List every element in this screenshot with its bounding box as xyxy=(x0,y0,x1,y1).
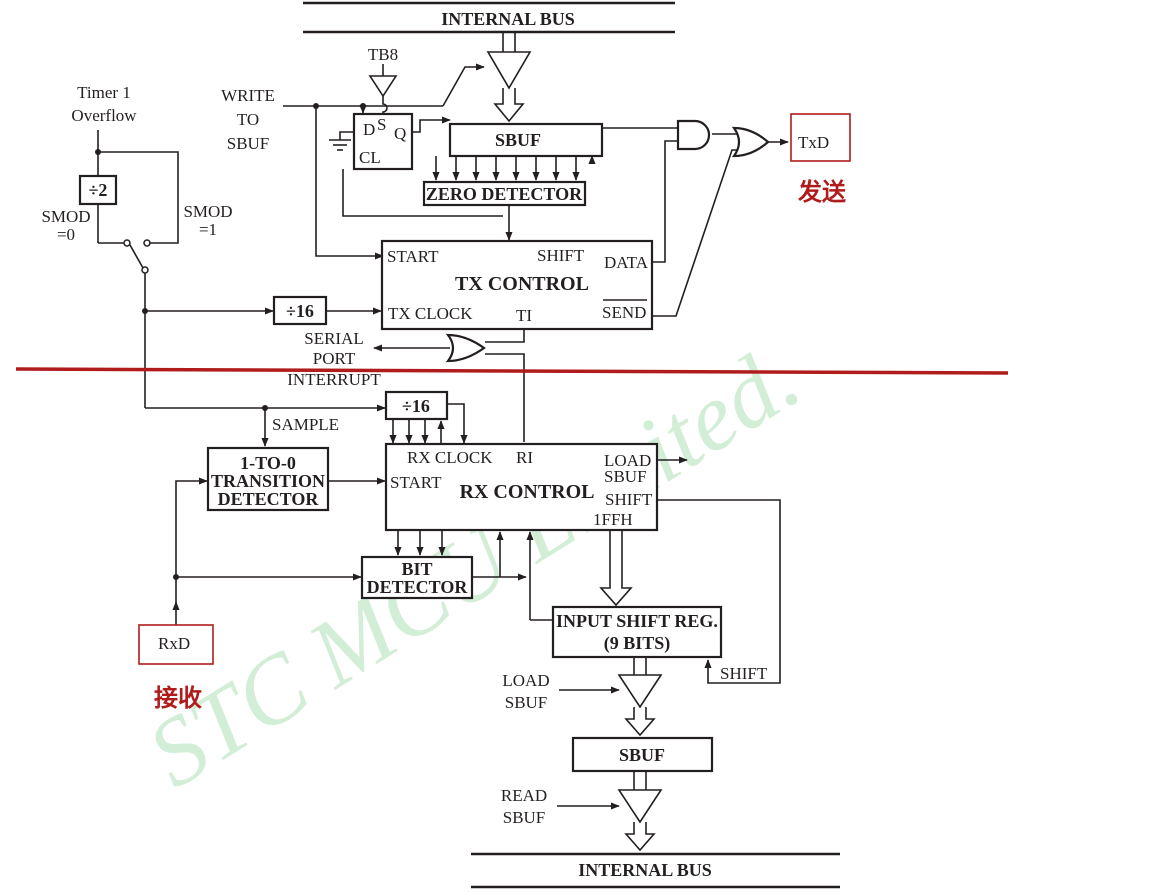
svg-text:1FFH: 1FFH xyxy=(593,510,633,529)
write-wiring xyxy=(283,63,485,260)
internal-bus-top: INTERNAL BUS xyxy=(303,1,675,34)
tx-control: START SHIFT DATA TX CONTROL TX CLOCK TI … xyxy=(380,239,654,331)
svg-text:SEND: SEND xyxy=(602,303,646,322)
or-gate-tx xyxy=(731,126,770,158)
svg-text:PORT: PORT xyxy=(313,349,356,368)
svg-text:SBUF: SBUF xyxy=(619,745,665,765)
svg-text:S: S xyxy=(377,115,386,134)
watermark: STC MCU Limited. xyxy=(129,323,817,808)
sbuf-to-zero-arrows xyxy=(432,156,580,181)
rxd-wiring xyxy=(172,477,362,625)
svg-text:SERIAL: SERIAL xyxy=(304,329,364,348)
sbuf-to-bus-buffer xyxy=(617,771,663,852)
svg-text:INPUT SHIFT REG.: INPUT SHIFT REG. xyxy=(556,611,718,631)
shift-to-sbuf-buffer xyxy=(617,657,663,737)
and-gate xyxy=(676,119,711,151)
svg-text:SBUF: SBUF xyxy=(604,467,647,486)
svg-text:SBUF: SBUF xyxy=(505,693,548,712)
svg-text:SHIFT: SHIFT xyxy=(720,664,768,683)
svg-text:TB8: TB8 xyxy=(368,45,398,64)
or-gate-interrupt xyxy=(373,329,525,442)
div2-block: ÷2 xyxy=(78,174,118,206)
zero-detector: ZERO DETECTOR xyxy=(422,180,587,207)
svg-text:START: START xyxy=(390,473,442,492)
txd-pin: TxD xyxy=(790,113,851,162)
timer-wiring xyxy=(95,130,386,447)
svg-text:WRITE: WRITE xyxy=(221,86,275,105)
serial-port-interrupt-label: SERIAL PORT INTERRUPT xyxy=(287,329,381,389)
bus-to-sbuf-arrow xyxy=(486,32,532,123)
bit-detector: BIT DETECTOR xyxy=(360,530,553,621)
svg-text:=1: =1 xyxy=(199,220,217,239)
rx-caption: 接收 xyxy=(154,684,202,712)
svg-text:BIT: BIT xyxy=(401,559,432,579)
svg-text:TX CONTROL: TX CONTROL xyxy=(455,273,589,295)
load-sbuf-lower-label: LOAD SBUF xyxy=(502,671,620,712)
svg-text:LOAD: LOAD xyxy=(502,671,549,690)
svg-text:ZERO DETECTOR: ZERO DETECTOR xyxy=(426,184,583,204)
smod1-label: SMOD =1 xyxy=(183,202,232,239)
svg-text:SBUF: SBUF xyxy=(227,134,270,153)
svg-text:(9 BITS): (9 BITS) xyxy=(604,633,671,654)
svg-text:1-TO-0: 1-TO-0 xyxy=(240,453,296,473)
rx-control: RX CLOCK RI START RX CONTROL LOAD SBUF S… xyxy=(384,442,688,532)
svg-text:SBUF: SBUF xyxy=(495,130,541,150)
svg-text:INTERRUPT: INTERRUPT xyxy=(287,370,381,389)
timer1-overflow-label: Timer 1 Overflow xyxy=(71,83,137,125)
svg-text:DETECTOR: DETECTOR xyxy=(367,577,469,597)
svg-text:=0: =0 xyxy=(57,225,75,244)
rx-sbuf: SBUF xyxy=(571,736,714,773)
svg-text:STC MCU Limited.: STC MCU Limited. xyxy=(129,323,817,808)
svg-text:TxD: TxD xyxy=(798,133,829,152)
svg-text:SBUF: SBUF xyxy=(503,808,546,827)
smod0-label: SMOD =0 xyxy=(41,207,90,244)
shift-feedback: SHIFT xyxy=(657,499,781,684)
tx-sbuf: SBUF xyxy=(448,122,604,158)
svg-text:Overflow: Overflow xyxy=(71,106,137,125)
svg-text:INTERNAL BUS: INTERNAL BUS xyxy=(578,860,712,880)
svg-text:÷2: ÷2 xyxy=(89,180,108,200)
div16-rx: ÷16 xyxy=(384,390,468,444)
svg-text:RX CLOCK: RX CLOCK xyxy=(407,448,493,467)
tx-caption: 发送 xyxy=(797,178,847,206)
write-to-sbuf-label: WRITE TO SBUF xyxy=(221,86,275,153)
rx-to-shift-arrow xyxy=(599,530,633,607)
svg-text:÷16: ÷16 xyxy=(286,301,314,321)
read-sbuf-label: READ SBUF xyxy=(501,786,620,827)
svg-text:SHIFT: SHIFT xyxy=(605,490,653,509)
svg-text:Timer 1: Timer 1 xyxy=(77,83,131,102)
internal-bus-bottom: INTERNAL BUS xyxy=(471,852,840,889)
tx-wiring xyxy=(342,127,789,317)
svg-text:Q: Q xyxy=(394,124,406,143)
ground-symbol xyxy=(329,116,451,151)
svg-text:RX CONTROL: RX CONTROL xyxy=(459,481,594,503)
flip-flop: D S Q CL xyxy=(352,112,414,171)
rxd-pin: RxD xyxy=(138,624,214,665)
sample-label: SAMPLE xyxy=(272,415,339,434)
svg-text:START: START xyxy=(387,247,439,266)
svg-text:÷16: ÷16 xyxy=(402,396,430,416)
svg-text:RI: RI xyxy=(516,448,533,467)
svg-text:INTERNAL BUS: INTERNAL BUS xyxy=(441,9,575,29)
svg-text:DATA: DATA xyxy=(604,253,649,272)
svg-text:READ: READ xyxy=(501,786,547,805)
svg-text:RxD: RxD xyxy=(158,634,190,653)
svg-text:SMOD: SMOD xyxy=(183,202,232,221)
svg-text:TI: TI xyxy=(516,306,532,325)
svg-text:TRANSITION: TRANSITION xyxy=(211,471,325,491)
transition-detector: 1-TO-0 TRANSITION DETECTOR xyxy=(206,446,386,512)
svg-text:TX CLOCK: TX CLOCK xyxy=(388,304,473,323)
tb8-input: TB8 xyxy=(368,45,398,114)
svg-text:DETECTOR: DETECTOR xyxy=(218,489,320,509)
svg-text:SMOD: SMOD xyxy=(41,207,90,226)
tx-rx-divider xyxy=(15,367,1009,375)
div16-tx: ÷16 xyxy=(272,295,382,326)
svg-text:LOAD: LOAD xyxy=(604,451,651,470)
svg-text:D: D xyxy=(363,120,375,139)
svg-text:CL: CL xyxy=(359,148,381,167)
svg-text:SHIFT: SHIFT xyxy=(537,246,585,265)
input-shift-register: INPUT SHIFT REG. (9 BITS) xyxy=(551,605,723,659)
svg-text:TO: TO xyxy=(237,110,259,129)
